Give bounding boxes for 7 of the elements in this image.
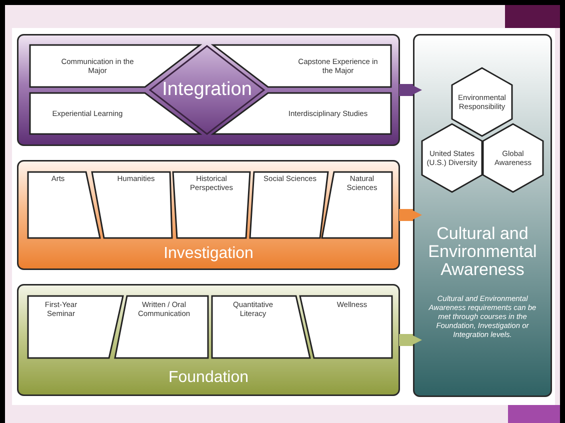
- panel-heading: Cultural and Environmental Awareness: [427, 225, 538, 279]
- level-title: Investigation: [164, 244, 254, 264]
- level-title: Integration: [162, 78, 252, 102]
- arrow: [399, 209, 422, 221]
- level-title: Foundation: [168, 368, 249, 388]
- arrow: [399, 84, 422, 96]
- arrow: [399, 334, 422, 346]
